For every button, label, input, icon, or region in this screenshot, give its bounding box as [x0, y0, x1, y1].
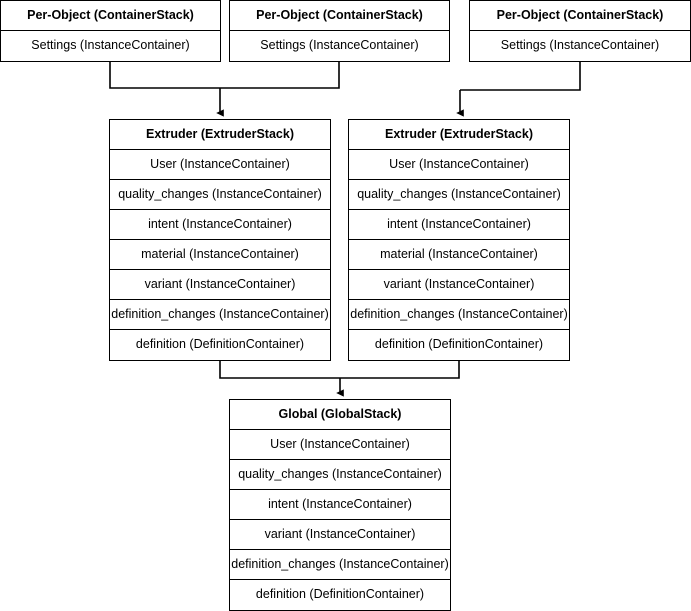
global-stack-row-quality-changes: quality_changes (InstanceContainer)	[230, 460, 450, 490]
extruder-stack-2-row-intent: intent (InstanceContainer)	[349, 210, 569, 240]
global-stack-row-variant: variant (InstanceContainer)	[230, 520, 450, 550]
global-stack[interactable]: Global (GlobalStack) User (InstanceConta…	[229, 399, 451, 611]
extruder-stack-2-row-user: User (InstanceContainer)	[349, 150, 569, 180]
per-object-stack-1[interactable]: Per-Object (ContainerStack) Settings (In…	[0, 0, 221, 62]
per-object-stack-3[interactable]: Per-Object (ContainerStack) Settings (In…	[469, 0, 691, 62]
per-object-stack-3-row-settings: Settings (InstanceContainer)	[470, 31, 690, 61]
extruder-stack-2-row-material: material (InstanceContainer)	[349, 240, 569, 270]
extruder-stack-2-row-definition: definition (DefinitionContainer)	[349, 330, 569, 360]
global-stack-row-intent: intent (InstanceContainer)	[230, 490, 450, 520]
extruder-stack-1-header: Extruder (ExtruderStack)	[110, 120, 330, 150]
global-stack-row-definition: definition (DefinitionContainer)	[230, 580, 450, 610]
extruder-stack-2-row-quality-changes: quality_changes (InstanceContainer)	[349, 180, 569, 210]
per-object-stack-2-header: Per-Object (ContainerStack)	[230, 1, 449, 31]
edge-extruder-2-to-global	[340, 359, 460, 379]
extruder-stack-1-row-definition-changes: definition_changes (InstanceContainer)	[110, 300, 330, 330]
extruder-stack-2-row-definition-changes: definition_changes (InstanceContainer)	[349, 300, 569, 330]
extruder-stack-1-row-user: User (InstanceContainer)	[110, 150, 330, 180]
per-object-stack-1-row-settings: Settings (InstanceContainer)	[1, 31, 220, 61]
extruder-stack-1-row-variant: variant (InstanceContainer)	[110, 270, 330, 300]
per-object-stack-2-row-settings: Settings (InstanceContainer)	[230, 31, 449, 61]
edge-per-object-3-to-extruder-2	[460, 57, 581, 91]
extruder-stack-1[interactable]: Extruder (ExtruderStack) User (InstanceC…	[109, 119, 331, 361]
edge-extruder-1-to-global	[219, 359, 340, 379]
extruder-stack-1-row-definition: definition (DefinitionContainer)	[110, 330, 330, 360]
edge-per-object-2-to-extruder-1	[220, 57, 340, 89]
edge-per-object-1-to-extruder-1	[109, 57, 220, 89]
extruder-stack-2[interactable]: Extruder (ExtruderStack) User (InstanceC…	[348, 119, 570, 361]
extruder-stack-2-header: Extruder (ExtruderStack)	[349, 120, 569, 150]
per-object-stack-1-header: Per-Object (ContainerStack)	[1, 1, 220, 31]
global-stack-header: Global (GlobalStack)	[230, 400, 450, 430]
per-object-stack-3-header: Per-Object (ContainerStack)	[470, 1, 690, 31]
per-object-stack-2[interactable]: Per-Object (ContainerStack) Settings (In…	[229, 0, 450, 62]
extruder-stack-1-row-intent: intent (InstanceContainer)	[110, 210, 330, 240]
global-stack-row-user: User (InstanceContainer)	[230, 430, 450, 460]
extruder-stack-1-row-material: material (InstanceContainer)	[110, 240, 330, 270]
global-stack-row-definition-changes: definition_changes (InstanceContainer)	[230, 550, 450, 580]
extruder-stack-1-row-quality-changes: quality_changes (InstanceContainer)	[110, 180, 330, 210]
extruder-stack-2-row-variant: variant (InstanceContainer)	[349, 270, 569, 300]
